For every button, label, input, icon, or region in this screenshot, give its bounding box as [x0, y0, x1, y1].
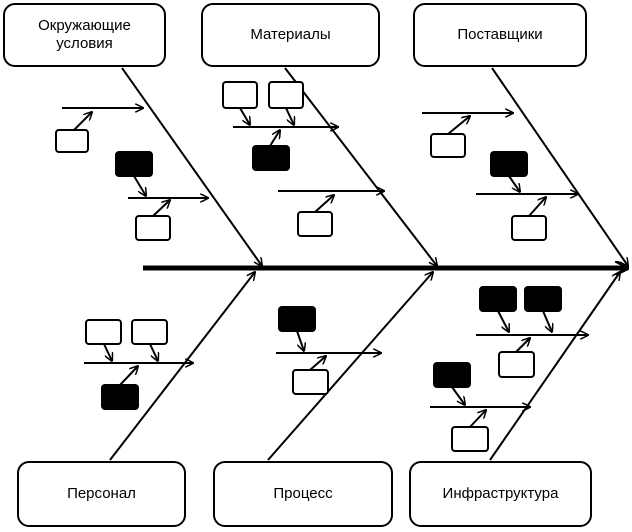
category-label: Инфраструктура — [442, 485, 559, 502]
cause-box — [292, 369, 329, 395]
category-materials: Материалы — [201, 3, 380, 67]
connector-arrow — [269, 130, 280, 147]
category-infrastructure: Инфраструктура — [409, 461, 592, 527]
filled-box — [101, 384, 139, 410]
connector-arrow — [133, 175, 146, 196]
filled-box — [252, 145, 290, 171]
bone-infrastructure — [489, 272, 620, 461]
connector-arrow — [119, 366, 138, 386]
cause-box — [297, 211, 333, 237]
connector-arrow — [515, 338, 530, 353]
category-label: Персонал — [67, 485, 136, 502]
bone-materials — [284, 67, 437, 266]
cause-box — [85, 319, 122, 345]
cause-box — [222, 81, 258, 109]
connector-arrow — [451, 386, 465, 405]
cause-box — [268, 81, 304, 109]
cause-box — [430, 133, 466, 158]
cause-box — [135, 215, 171, 241]
connector-arrow — [508, 175, 520, 192]
connector-arrow — [528, 197, 546, 217]
connector-arrow — [497, 310, 509, 332]
bone-process — [267, 272, 433, 461]
category-suppliers: Поставщики — [413, 3, 587, 67]
category-environment: Окружающие условия — [3, 3, 166, 67]
category-label: Окружающие условия — [38, 17, 131, 52]
connector-arrow — [469, 410, 486, 428]
category-label: Поставщики — [457, 26, 543, 43]
connector-arrow — [309, 356, 326, 371]
connector-arrow — [152, 200, 170, 217]
category-label: Процесс — [273, 485, 333, 502]
cause-box — [55, 129, 89, 153]
connector-arrow — [149, 343, 158, 361]
filled-box — [278, 306, 316, 332]
cause-box — [498, 351, 535, 378]
connector-arrow — [296, 330, 304, 351]
connector-arrow — [285, 107, 294, 125]
connector-arrow — [447, 116, 470, 135]
filled-box — [115, 151, 153, 177]
connector-arrow — [239, 107, 250, 125]
filled-box — [479, 286, 517, 312]
bone-personnel — [109, 272, 255, 461]
connector-arrow — [542, 310, 552, 332]
connector-arrow — [314, 195, 334, 213]
connector-arrow — [103, 343, 112, 361]
filled-box — [433, 362, 471, 388]
filled-box — [490, 151, 528, 177]
cause-box — [131, 319, 168, 345]
cause-box — [511, 215, 547, 241]
connector-arrow — [73, 112, 92, 131]
category-personnel: Персонал — [17, 461, 186, 527]
cause-box — [451, 426, 489, 452]
category-process: Процесс — [213, 461, 393, 527]
category-label: Материалы — [250, 26, 331, 43]
bone-suppliers — [491, 67, 628, 266]
bone-environment — [121, 67, 262, 266]
filled-box — [524, 286, 562, 312]
